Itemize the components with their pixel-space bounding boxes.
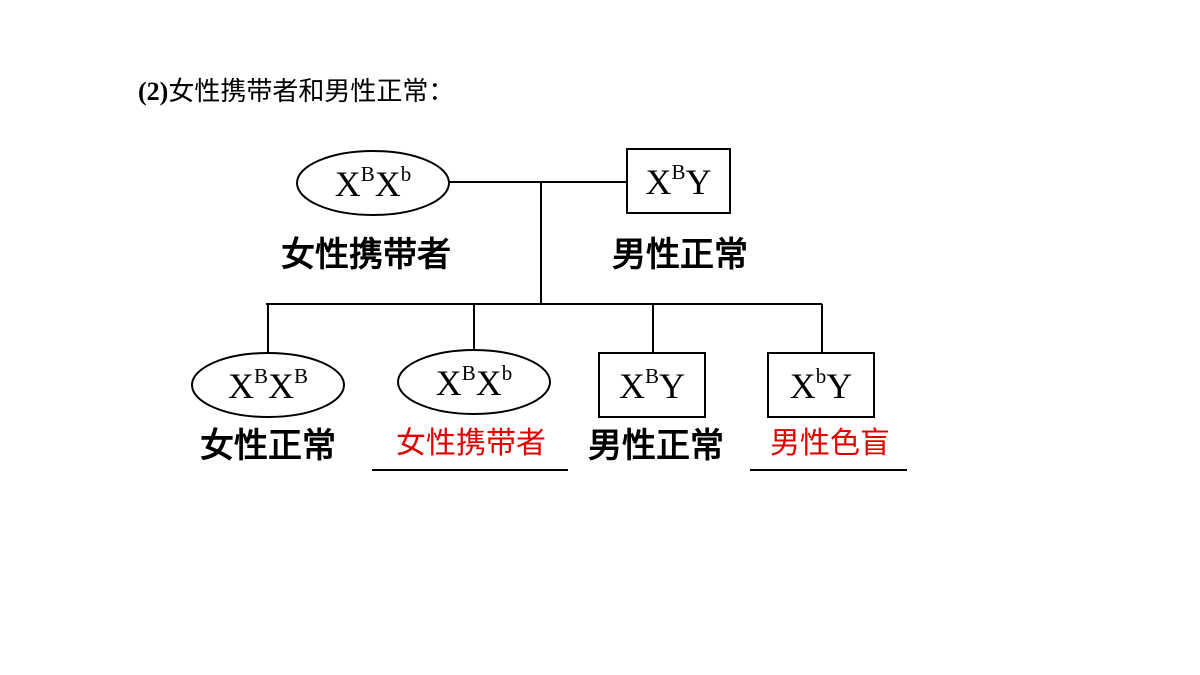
mother-genotype-allele-1-sup: B (361, 162, 375, 186)
child-2-label: 女性携带者 (396, 426, 546, 461)
child-2-genotype-allele-1-sup: B (462, 361, 476, 385)
child-2-female-symbol (397, 349, 551, 415)
child-3-genotype-allele-1-sup: B (645, 364, 659, 388)
father-genotype-allele-1-sup: B (671, 160, 685, 184)
child-4-label: 男性色盲 (770, 426, 890, 461)
child-1-female-symbol (191, 352, 345, 418)
father-label: 男性正常 (612, 235, 748, 275)
question-number: (2) (138, 77, 169, 106)
question-heading: (2)女性携带者和男性正常： (138, 72, 454, 112)
child-4-male-symbol (767, 352, 875, 418)
child-4-genotype-allele-1-sup: b (816, 364, 827, 388)
child-4-genotype-allele-1: X (790, 366, 816, 406)
mother-female-symbol (296, 150, 450, 216)
mother-genotype-allele-2: X (375, 164, 401, 204)
child-1-label: 女性正常 (200, 426, 336, 466)
father-genotype-allele-1: X (645, 162, 671, 202)
child-4-genotype: XbY (790, 364, 853, 406)
child-3-genotype: XBY (619, 364, 685, 406)
question-text: 女性携带者和男性正常 (168, 77, 429, 106)
father-genotype-allele-2: Y (686, 162, 712, 202)
child-1-genotype-allele-2: X (268, 366, 294, 406)
child-2-genotype-allele-1: X (436, 363, 462, 403)
father-genotype: XBY (645, 160, 711, 202)
child-3-label: 男性正常 (588, 426, 724, 466)
child-2-genotype-allele-2: X (476, 363, 502, 403)
child-3-genotype-allele-1: X (619, 366, 645, 406)
child-2-genotype: XBXb (436, 361, 513, 403)
child-4-genotype-allele-2: Y (826, 366, 852, 406)
child-3-male-symbol (598, 352, 706, 418)
mother-genotype: XBXb (335, 162, 412, 204)
child-1-genotype-allele-1: X (228, 366, 254, 406)
pedigree-lines (266, 181, 907, 471)
child-1-genotype: XBXB (228, 364, 308, 406)
child-3-genotype-allele-2: Y (659, 366, 685, 406)
question-colon: ： (428, 77, 455, 106)
child-1-genotype-allele-1-sup: B (254, 364, 268, 388)
mother-genotype-allele-1: X (335, 164, 361, 204)
child-2-genotype-allele-2-sup: b (502, 361, 513, 385)
mother-label: 女性携带者 (281, 235, 451, 275)
father-male-symbol (626, 148, 731, 214)
mother-genotype-allele-2-sup: b (401, 162, 412, 186)
child-1-genotype-allele-2-sup: B (294, 364, 308, 388)
